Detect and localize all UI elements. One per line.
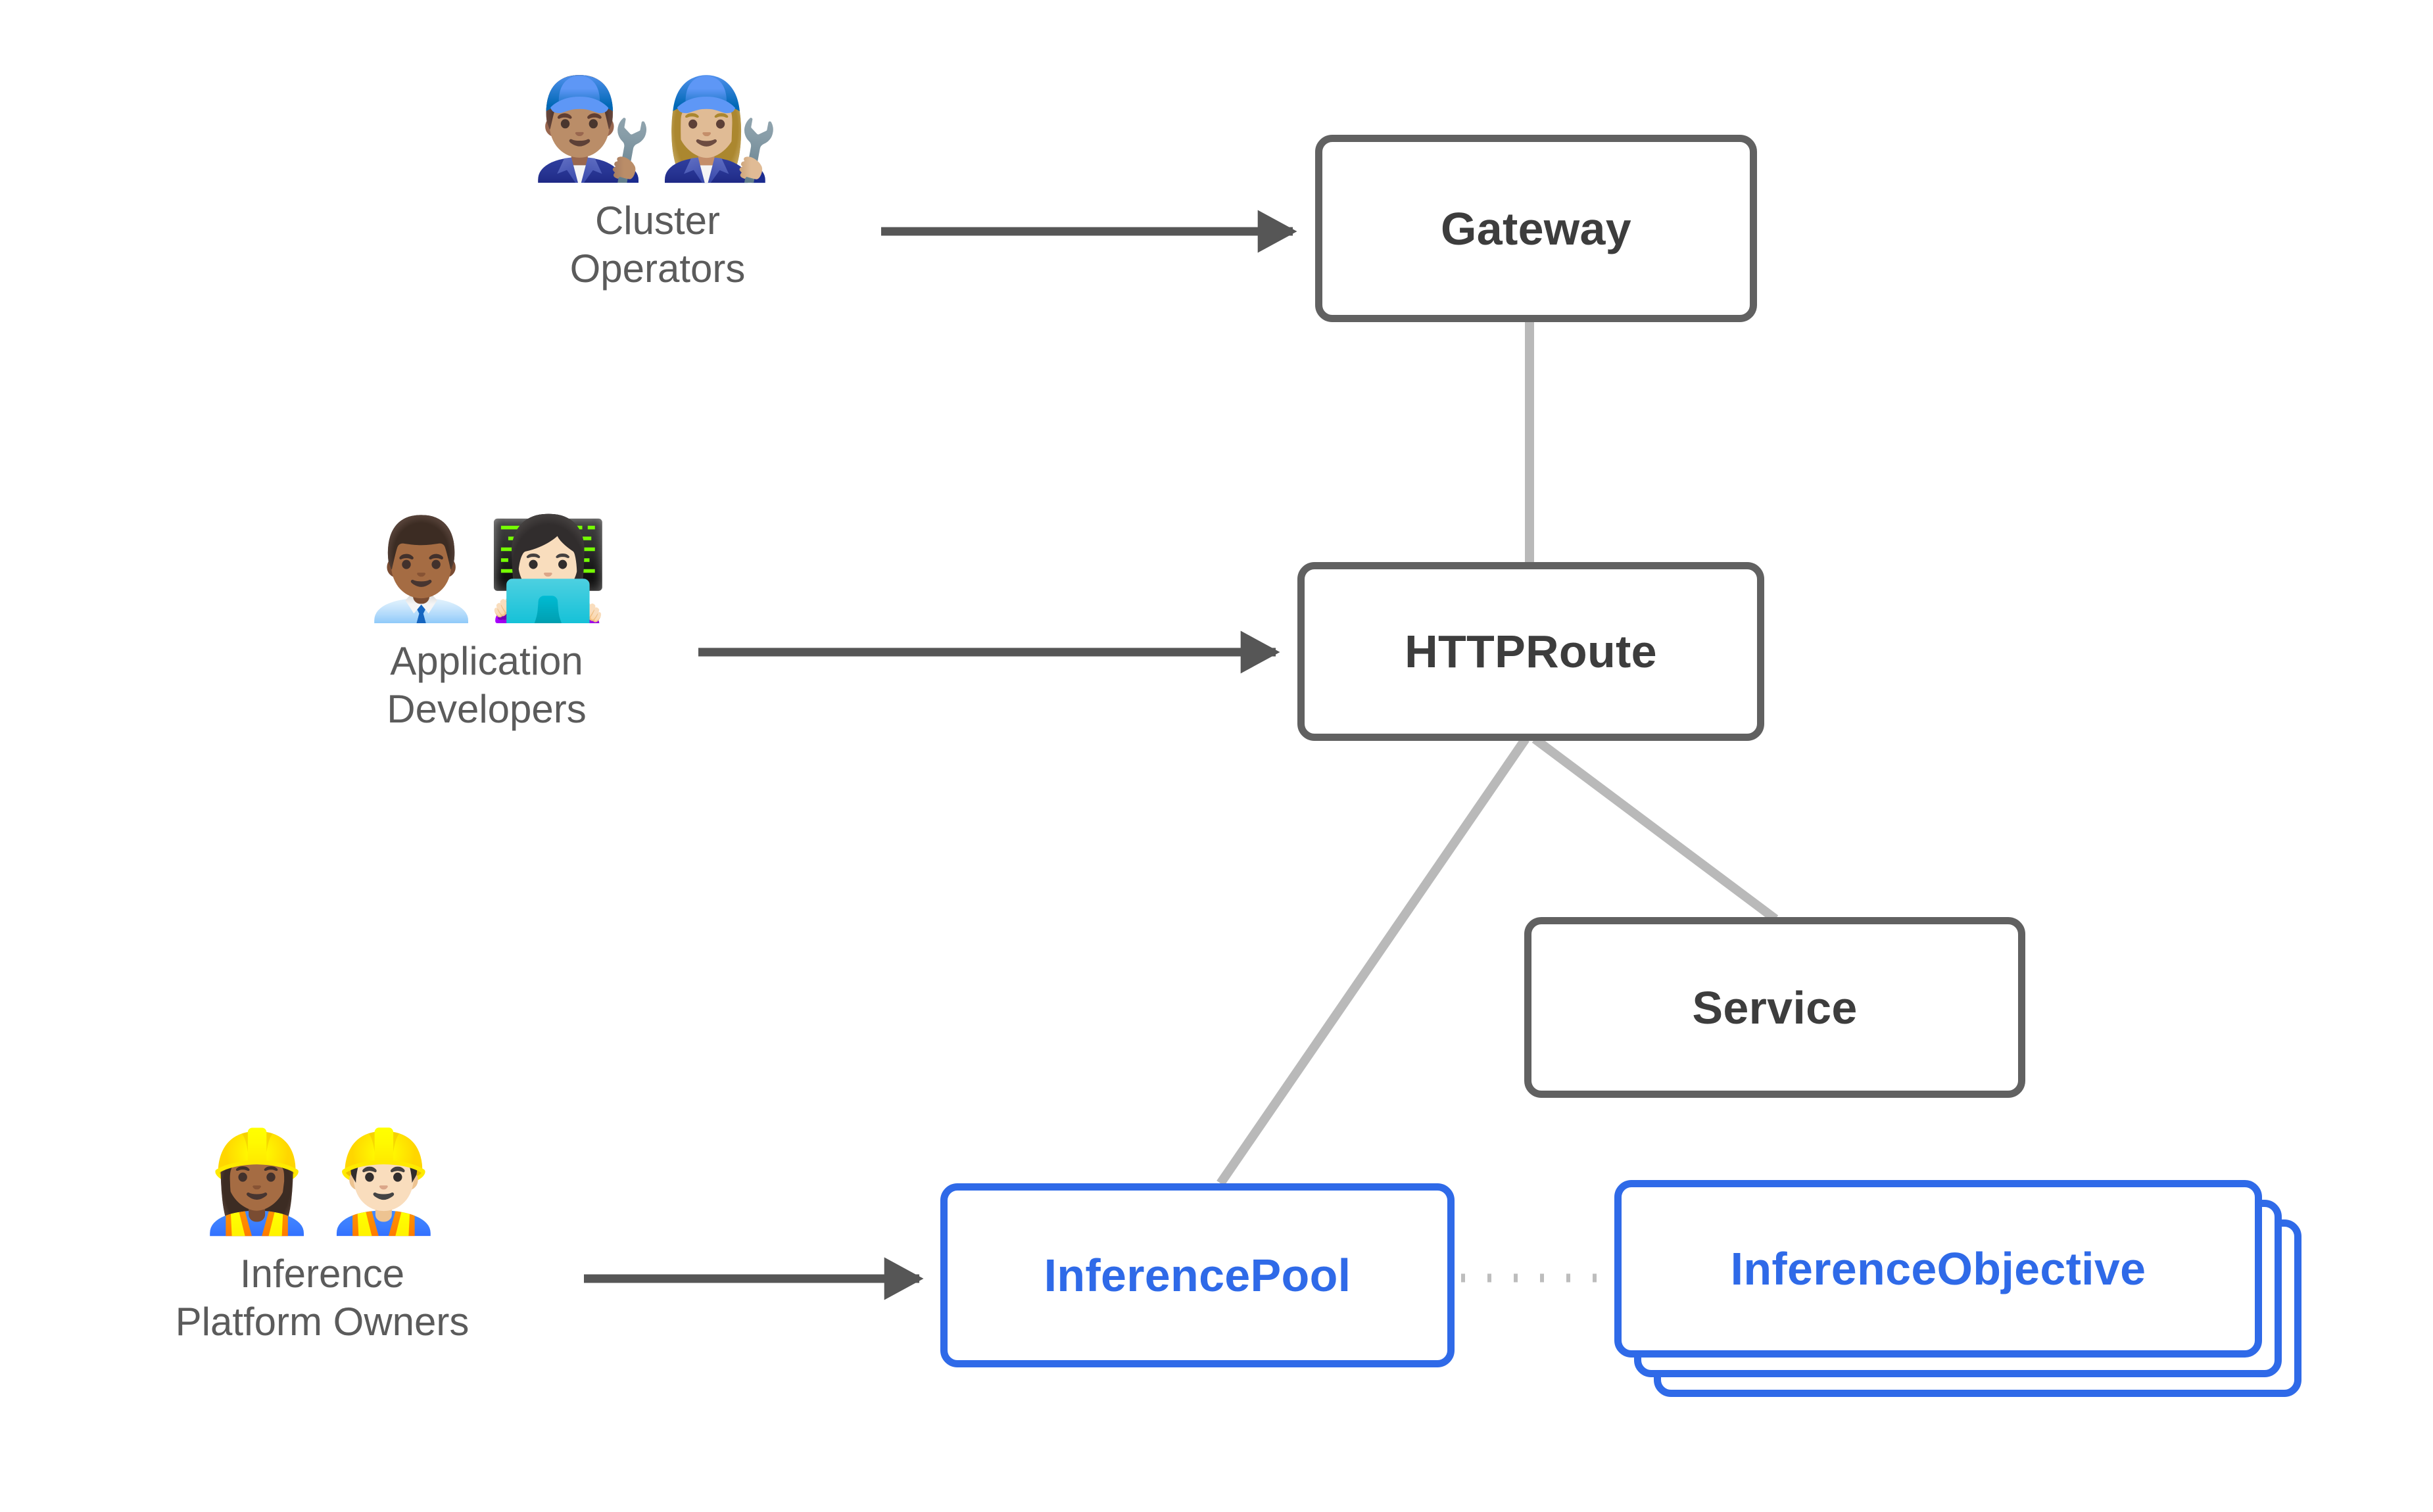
node-inferenceobjective[interactable]: InferenceObjective [1614,1180,2262,1358]
actor-application-developers: 👨🏾‍💼👩🏻‍💻 Application Developers [302,519,671,733]
node-service-label: Service [1692,981,1858,1033]
node-inferencepool-label: InferencePool [1044,1250,1351,1301]
application-developers-caption: Application Developers [387,639,587,732]
node-httproute[interactable]: HTTPRoute [1297,562,1764,741]
actor-inference-platform-owners: 👷🏾‍♀️👷🏻‍♂️ Inference Platform Owners [85,1132,559,1346]
node-httproute-label: HTTPRoute [1405,626,1657,677]
cluster-operators-caption: Cluster Operators [569,199,746,291]
node-inferenceobjective-label: InferenceObjective [1730,1243,2146,1294]
application-developers-emoji: 👨🏾‍💼👩🏻‍💻 [360,512,614,626]
edge-httproute-to-inferencepool [1216,736,1530,1186]
inference-platform-owners-caption: Inference Platform Owners [175,1252,470,1344]
node-gateway[interactable]: Gateway [1315,135,1757,322]
inference-platform-owners-emoji: 👷🏾‍♀️👷🏻‍♂️ [195,1125,449,1239]
node-service[interactable]: Service [1524,917,2025,1098]
node-gateway-label: Gateway [1440,202,1632,254]
edge-httproute-to-service [1531,735,1779,923]
node-inferenceobjective-stack[interactable]: InferenceObjective [1614,1180,2305,1404]
cluster-operators-emoji: 👨🏽‍🔧👩🏼‍🔧 [531,72,784,186]
node-inferencepool[interactable]: InferencePool [940,1183,1455,1367]
actor-cluster-operators: 👨🏽‍🔧👩🏼‍🔧 Cluster Operators [487,79,829,293]
